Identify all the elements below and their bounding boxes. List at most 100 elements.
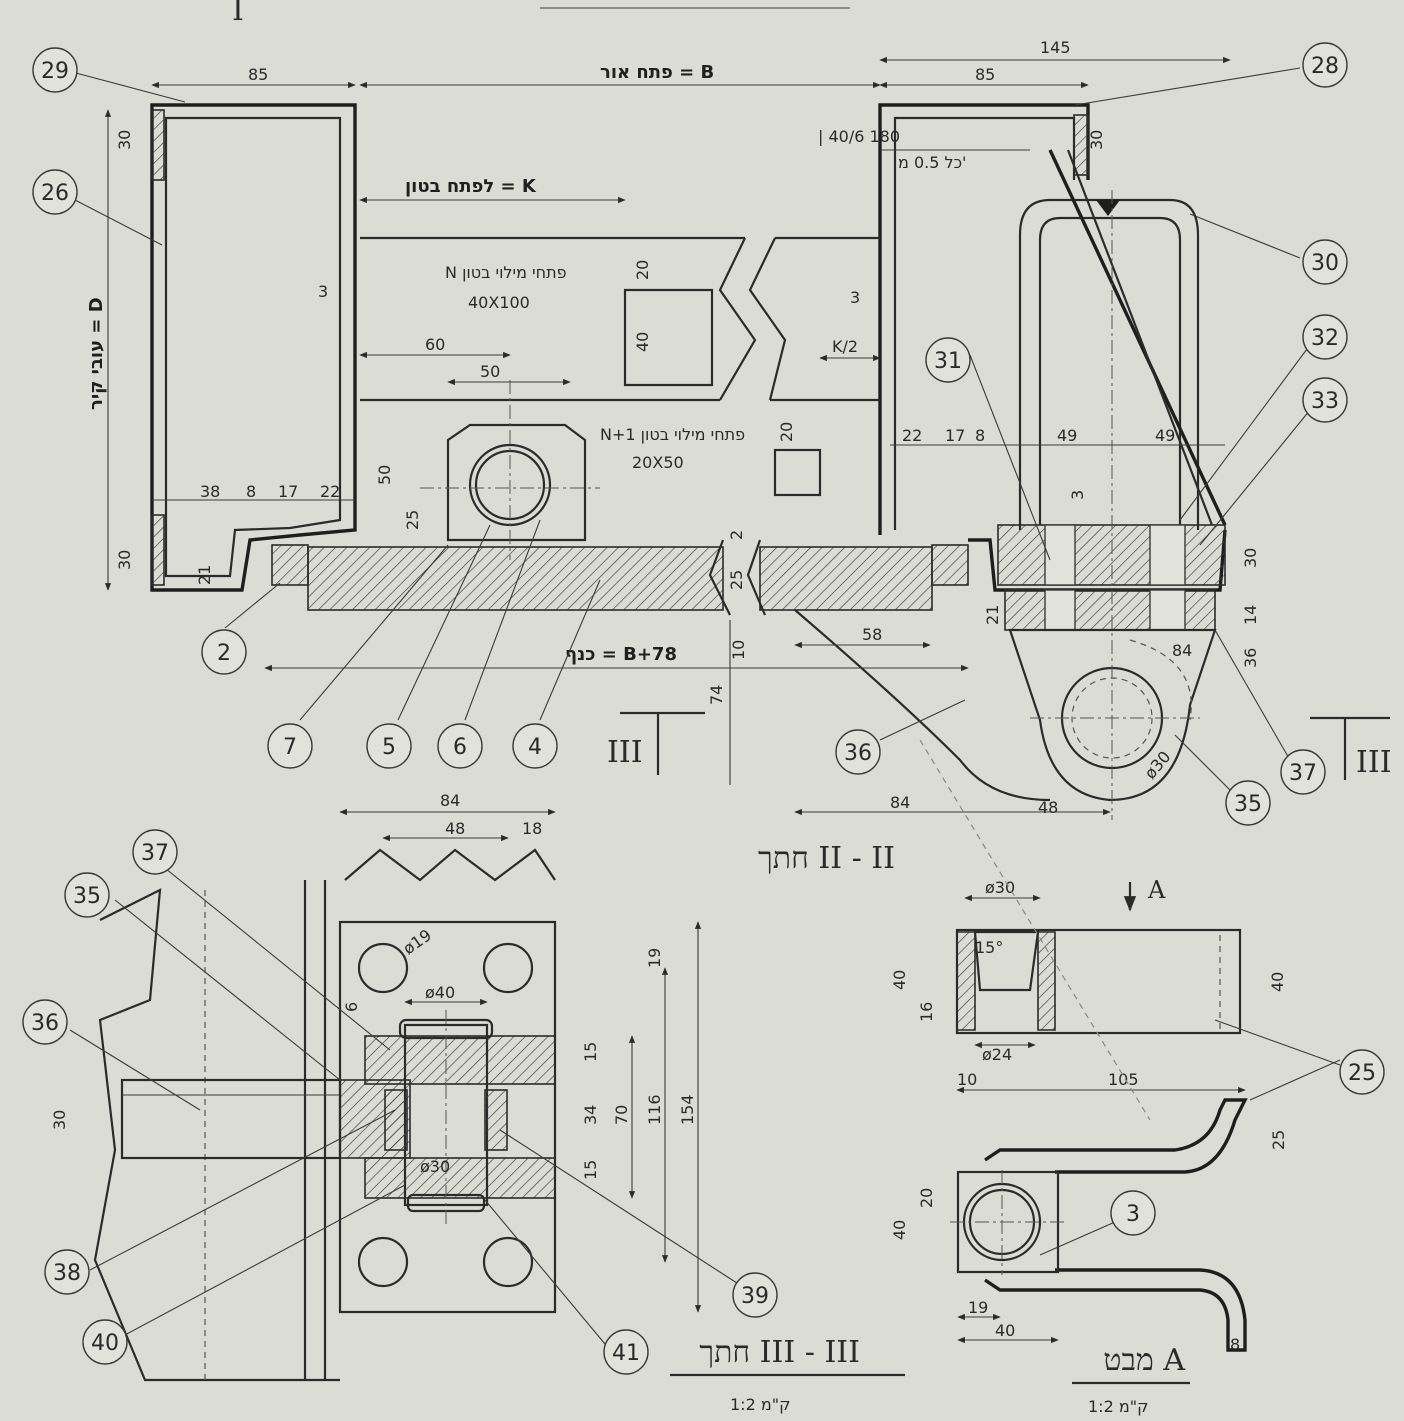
rubber-seal-left [271,544,309,586]
dim-d-label: עובי קיר = D [86,297,107,410]
dim-49-a: 49 [1057,426,1077,445]
left-frame-channel [150,103,357,592]
dim-a-angle: 15° [975,938,1003,957]
dim-145: 145 [1040,38,1071,57]
dim-a-40c: 40 [890,1220,909,1240]
dim-s3-18: 18 [522,819,542,838]
dim-30-a: 30 [115,130,134,150]
dim-17-a: 17 [278,482,298,501]
dim-3-a: 3 [318,282,328,301]
dim-s3-30: 30 [50,1110,69,1130]
svg-text:25: 25 [1348,1061,1376,1086]
dim-s3-70: 70 [612,1105,631,1125]
dim-a-105: 105 [1108,1070,1139,1089]
diagonal-weld-bar-inner [1066,149,1214,526]
leader-s3-39 [499,1129,741,1286]
dim-s3-phi19: ø19 [399,925,435,958]
bubble-2: 2 [201,629,247,675]
bubble-7: 7 [267,723,313,769]
leader-36 [879,699,966,741]
svg-text:2: 2 [217,641,231,666]
weld-symbol [1096,200,1120,216]
leader-s3-35 [114,899,341,1081]
svg-text:39: 39 [741,1284,769,1309]
paper-fold-line [919,739,1151,1121]
bubble-36: 36 [835,729,881,775]
svg-text:33: 33 [1311,389,1339,414]
dim-20-b: 20 [777,422,796,442]
dim-25-a: 25 [403,510,422,530]
view-a-arrow-label: A [1147,876,1166,904]
door-leaf-plate-left [307,546,724,611]
dim-s3-15a: 15 [581,1042,600,1062]
view-a: A ø30 15° ø24 40 16 40 10 105 25 20 40 1… [890,876,1341,1416]
leader-6 [464,519,541,721]
leader-a-3 [1039,1221,1116,1256]
top-section-view: 85 פתח אור = B 145 85 לפתח בטון = K N פת… [71,38,1392,820]
dim-22-a: 22 [320,482,340,501]
right-frame-inner [893,116,1076,530]
bolt-hole-br [482,1236,534,1288]
dim-a-40b: 40 [1268,972,1287,992]
dim-8-b: 8 [975,426,985,445]
bubble-s3-38: 38 [44,1249,90,1295]
svg-text:35: 35 [73,884,101,909]
view-a-scale: 1:2 ק"מ [1088,1397,1148,1416]
dim-30-c: 30 [1087,130,1106,150]
dim-2: 2 [727,530,746,540]
dim-21-b: 21 [983,605,1002,625]
hinge-washer-hole-2 [1149,589,1186,631]
dim-25-b: 25 [727,570,746,590]
leader-2 [224,582,281,629]
bubble-37: 37 [1280,749,1326,795]
bolt-hole-bl [357,1236,409,1288]
leader-31 [969,354,1051,561]
knuckle-bottom [364,1157,556,1199]
bracket-arm-upper [984,1098,1248,1174]
leader-28 [1074,67,1301,106]
dim-17-b: 17 [945,426,965,445]
diagonal-weld-bar [1048,149,1227,526]
bracket-wall-left [956,931,976,1031]
dim-30-d: 30 [1241,548,1260,568]
svg-text:36: 36 [844,741,872,766]
dim-50-a: 50 [480,362,500,381]
svg-text:38: 38 [53,1261,81,1286]
bubble-32: 32 [1302,314,1348,360]
dim-40-a: 40 [633,332,652,352]
svg-text:4: 4 [528,735,542,760]
svg-text:37: 37 [141,841,169,866]
leader-s3-36 [69,1029,201,1111]
break-line-right [748,237,787,401]
bubble-s3-36: 36 [22,999,68,1045]
bubble-a-3: 3 [1110,1190,1156,1236]
dim-a-25: 25 [1269,1130,1288,1150]
bubble-s3-40: 40 [82,1319,128,1365]
weld-spacing: כל 0.5 מ' [898,153,966,172]
leader-7 [299,544,449,721]
svg-text:36: 36 [31,1011,59,1036]
left-frame-flange-bottom [151,514,165,586]
dim-phi30: ø30 [1141,747,1175,782]
svg-text:31: 31 [934,349,962,374]
bearing-right [484,1089,508,1151]
bubble-s3-41: 41 [603,1329,649,1375]
bolt-hole-tr [482,942,534,994]
dim-3-c: 3 [1068,490,1087,500]
svg-text:40: 40 [91,1331,119,1356]
leader-35 [1174,734,1231,791]
bubble-26: 26 [32,169,78,215]
bubble-35: 35 [1225,780,1271,826]
dim-s3-phi30: ø30 [420,1157,450,1176]
svg-text:5: 5 [382,735,396,760]
leader-a-25b [1214,1019,1341,1066]
dim-s3-6: 6 [342,1002,361,1012]
bubble-5: 5 [366,723,412,769]
bubble-30: 30 [1302,239,1348,285]
bubble-a-25: 25 [1339,1049,1385,1095]
bubble-labels: 29 26 2 7 5 6 4 28 30 31 32 33 36 35 37 … [22,42,1385,1375]
bubble-s3-37: 37 [132,829,178,875]
dim-84-a: 84 [1172,641,1192,660]
dim-b78-label: כנף = B+78 [565,644,677,665]
weld-spec: | 40/6 180 [818,127,900,146]
